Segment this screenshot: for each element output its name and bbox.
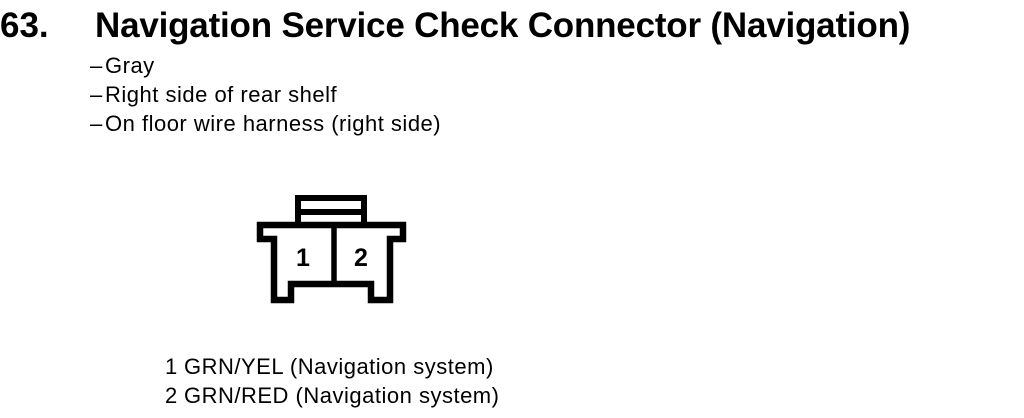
detail-text-location: Right side of rear shelf <box>105 82 338 107</box>
dash-marker: – <box>90 111 103 136</box>
pin-1-label: 1 <box>296 244 310 272</box>
legend-pin-number: 1 <box>165 354 178 379</box>
section-number: 63. <box>0 6 49 45</box>
legend-wire-description: GRN/YEL (Navigation system) <box>184 354 494 379</box>
section-title: Navigation Service Check Connector (Navi… <box>95 6 911 45</box>
legend-pin-number: 2 <box>165 383 178 408</box>
detail-text-harness: On floor wire harness (right side) <box>105 111 442 136</box>
detail-item: –Right side of rear shelf <box>90 80 441 109</box>
dash-marker: – <box>90 82 103 107</box>
detail-text-color: Gray <box>105 53 155 78</box>
connector-diagram: 1 2 <box>256 195 407 304</box>
dash-marker: – <box>90 53 103 78</box>
detail-list: –Gray –Right side of rear shelf –On floo… <box>90 51 441 138</box>
pin-2-label: 2 <box>354 244 368 272</box>
detail-item: –On floor wire harness (right side) <box>90 109 441 138</box>
section-heading: 63. Navigation Service Check Connector (… <box>0 3 910 49</box>
legend-wire-description: GRN/RED (Navigation system) <box>184 383 500 408</box>
detail-item: –Gray <box>90 51 441 80</box>
